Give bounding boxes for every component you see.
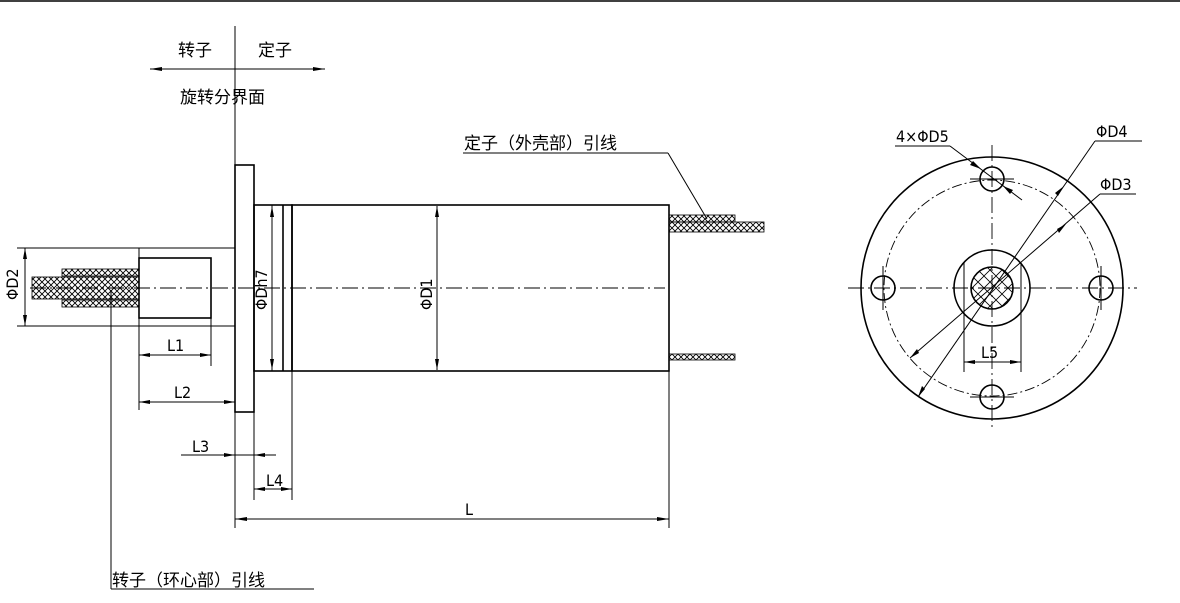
rotor-label: 转子: [178, 41, 212, 61]
arrow-icon: [23, 248, 27, 259]
arrow-icon: [254, 453, 265, 457]
d1-label: ΦD1: [417, 278, 436, 310]
arrow-icon: [1003, 186, 1013, 194]
arrow-right-icon: [313, 67, 325, 71]
d3-leader: [909, 193, 1101, 359]
arrow-icon: [139, 400, 150, 404]
arrow-left-icon: [150, 67, 162, 71]
arrow-icon: [224, 453, 235, 457]
stator-lead-bottom: [668, 353, 736, 361]
rotation-interface-label: 旋转分界面: [180, 88, 265, 108]
l-label: L: [465, 500, 473, 519]
d4-leader: [917, 140, 1096, 398]
arrow-icon: [270, 359, 274, 370]
rotor-lead-bottom: [61, 299, 140, 308]
stator-label: 定子: [258, 41, 292, 61]
dh7-label: ΦDh7: [252, 269, 271, 310]
arrow-icon: [139, 353, 150, 357]
arrow-icon: [970, 161, 981, 169]
arrow-icon: [1055, 186, 1064, 196]
arrow-icon: [918, 386, 925, 397]
arrow-icon: [964, 360, 975, 364]
stator-lead-label: 定子（外壳部）引线: [464, 134, 617, 154]
stator-lead-top: [668, 214, 736, 223]
l2-label: L2: [174, 383, 191, 402]
l5-label: L5: [981, 343, 998, 362]
l1-label: L1: [167, 336, 184, 355]
d2-label: ΦD2: [3, 268, 22, 300]
d3-label: ΦD3: [1100, 175, 1132, 194]
arrow-icon: [910, 349, 919, 358]
stator-lead-bundle: [668, 221, 765, 233]
rotor-lead-label: 转子（环心部）引线: [112, 571, 265, 591]
l4-label: L4: [266, 471, 283, 490]
arrow-icon: [1010, 360, 1021, 364]
arrow-icon: [435, 359, 439, 370]
arrow-icon: [235, 517, 247, 521]
side-view: [17, 26, 765, 590]
arrow-icon: [224, 400, 235, 404]
d4-label: ΦD4: [1096, 122, 1128, 141]
arrow-icon: [1057, 224, 1066, 233]
arrow-icon: [23, 315, 27, 326]
arrow-icon: [435, 206, 439, 217]
rotor-lead-top: [61, 268, 140, 277]
holes-label: 4×ΦD5: [896, 127, 949, 146]
arrow-icon: [200, 353, 211, 357]
arrow-icon: [254, 487, 265, 491]
arrow-icon: [657, 517, 669, 521]
arrow-icon: [270, 206, 274, 217]
end-view: [848, 140, 1142, 430]
l3-label: L3: [192, 437, 209, 456]
arrow-icon: [281, 487, 292, 491]
stator-lead-leader: [667, 152, 708, 220]
